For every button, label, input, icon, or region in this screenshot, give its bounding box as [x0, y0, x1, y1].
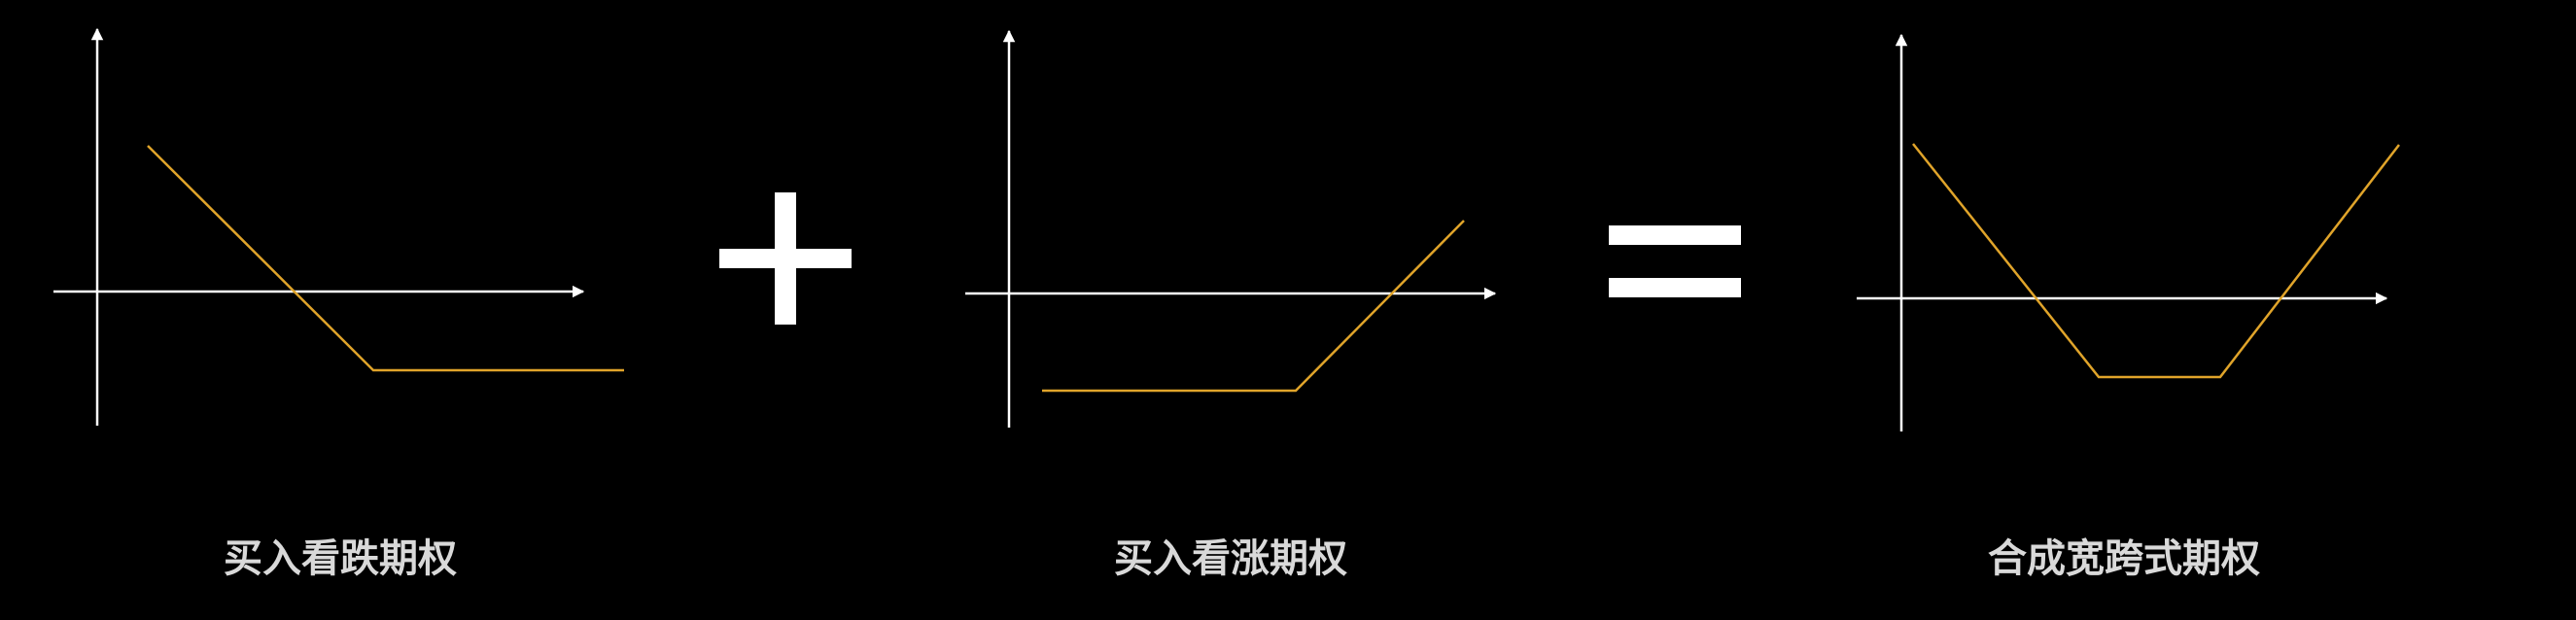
payoff-line	[1912, 143, 2400, 379]
payoff-line	[1042, 220, 1465, 393]
equals-sign	[1609, 225, 1741, 297]
caption-long-call: 买入看涨期权	[1114, 536, 1347, 581]
panel-long-strangle	[1857, 33, 2400, 431]
panel-long-call	[965, 29, 1497, 428]
caption-long-put: 买入看跌期权	[224, 536, 457, 581]
payoff-line	[147, 145, 624, 372]
panel-long-put	[53, 27, 624, 426]
caption-long-strangle: 合成宽跨式期权	[1988, 536, 2260, 581]
plus-sign	[719, 192, 852, 325]
